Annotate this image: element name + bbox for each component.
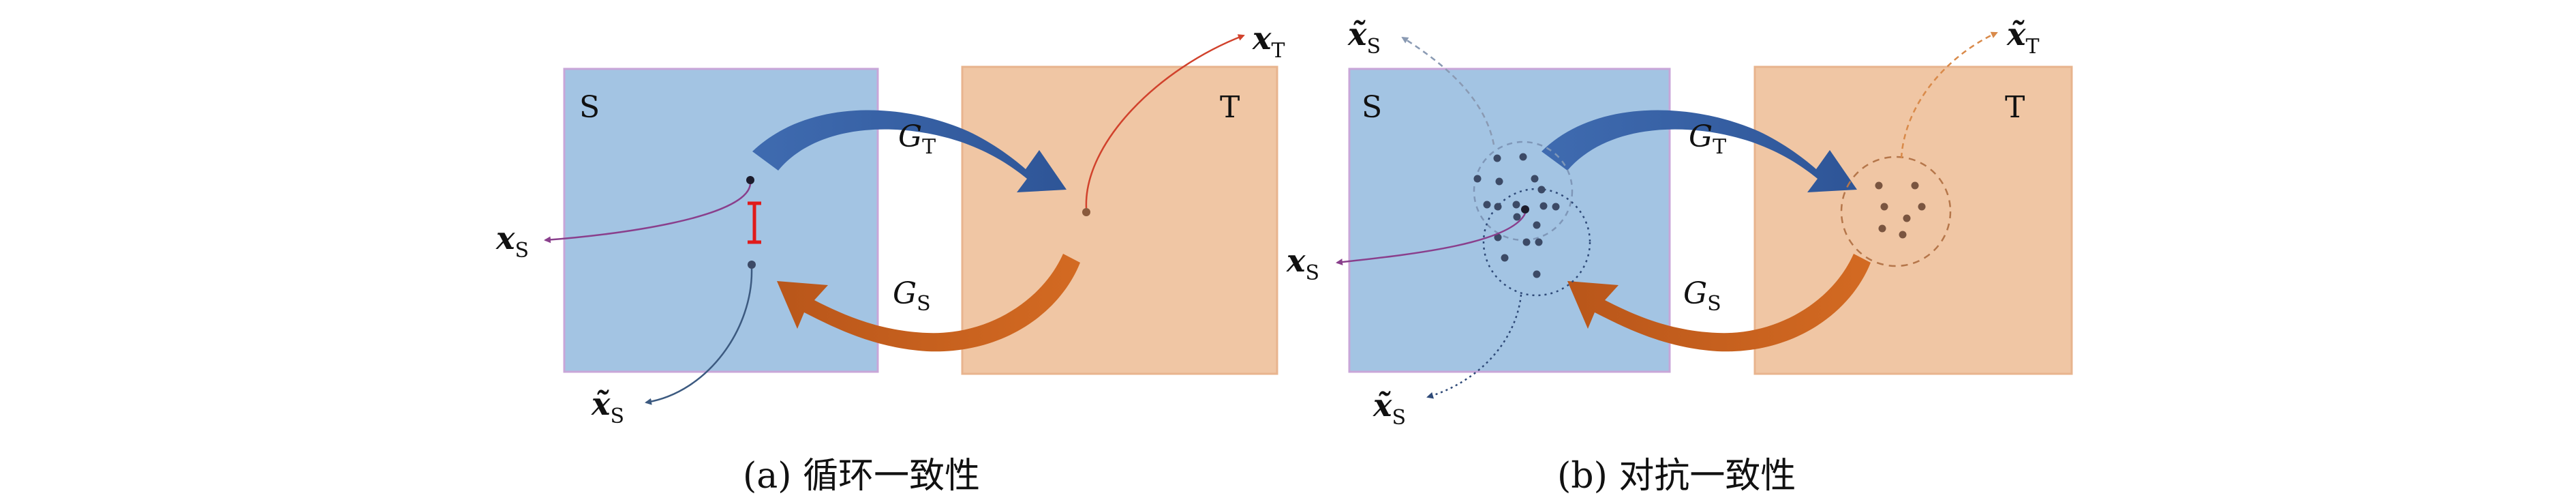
scatter-point <box>1494 203 1502 211</box>
source-scatter-points <box>1473 153 1560 278</box>
target-domain-label: T <box>1220 90 1240 125</box>
scatter-point <box>1522 238 1531 246</box>
x-s-tilde-bottom-label: x̃S <box>1373 387 1406 430</box>
panel-a: S T GT GS xS xT x̃S (a) 循环一致性 <box>495 20 1285 497</box>
reconstructed-sample-point <box>748 261 756 269</box>
target-scatter-points <box>1875 181 1926 239</box>
x-s-tilde-top-label: x̃S <box>1347 16 1381 59</box>
translated-sample-point <box>1082 208 1090 216</box>
scatter-point <box>1903 214 1911 222</box>
scatter-point <box>1483 201 1491 209</box>
x-s-label: xS <box>1286 242 1319 285</box>
source-domain-label: S <box>579 90 600 125</box>
scatter-point <box>1493 154 1501 162</box>
scatter-point <box>1495 177 1503 186</box>
scatter-point <box>1552 203 1560 211</box>
x-t-leader <box>1085 34 1245 209</box>
scatter-point <box>1878 224 1886 233</box>
scatter-point <box>1911 181 1919 190</box>
scatter-point <box>1533 270 1541 278</box>
target-distribution-circle <box>1840 156 1952 267</box>
scatter-point <box>1880 203 1888 211</box>
scatter-point <box>1513 213 1521 221</box>
x-t-label: xT <box>1252 20 1285 63</box>
source-domain-label: S <box>1362 90 1382 125</box>
cycle-error-bar <box>748 201 761 244</box>
source-sample-point <box>746 176 754 184</box>
scatter-point <box>1539 202 1548 210</box>
scatter-point <box>1521 205 1529 214</box>
scatter-point <box>1512 201 1520 209</box>
forward-generator-label: GT <box>1689 119 1726 159</box>
caption-b: (b) 对抗一致性 <box>1557 456 1796 497</box>
scatter-point <box>1537 186 1546 194</box>
x-t-tilde-leader <box>1900 31 1998 159</box>
scatter-point <box>1535 238 1543 246</box>
scatter-point <box>1501 254 1509 262</box>
source-distribution-circle-upper <box>1473 141 1574 241</box>
source-distribution-circle-lower <box>1482 188 1591 297</box>
scatter-point <box>1519 153 1527 161</box>
scatter-point <box>1533 221 1541 229</box>
x-s-leader <box>1336 213 1527 266</box>
forward-generator-arrow <box>1542 110 1857 192</box>
scatter-point <box>1531 175 1539 183</box>
x-s-leader <box>544 183 752 244</box>
x-t-tilde-label: x̃T <box>2006 16 2039 59</box>
x-s-label: xS <box>495 220 529 263</box>
forward-generator-arrow <box>752 110 1067 192</box>
x-s-tilde-leader <box>645 268 753 405</box>
target-domain-label: T <box>2005 90 2025 125</box>
scatter-point <box>1899 231 1907 239</box>
panel-b: S T GT GS <box>1286 16 2073 497</box>
x-s-tilde-label: x̃S <box>591 385 624 428</box>
scatter-point <box>1875 181 1883 190</box>
caption-a: (a) 循环一致性 <box>743 456 980 497</box>
backward-generator-label: GS <box>893 276 931 316</box>
backward-generator-label: GS <box>1683 276 1721 316</box>
backward-generator-arrow <box>1567 254 1871 352</box>
scatter-point <box>1473 175 1482 183</box>
backward-generator-arrow <box>777 254 1080 352</box>
x-s-tilde-bottom-leader <box>1426 294 1522 399</box>
scatter-point <box>1918 203 1926 211</box>
scatter-point <box>1494 233 1502 241</box>
forward-generator-label: GT <box>898 119 936 159</box>
